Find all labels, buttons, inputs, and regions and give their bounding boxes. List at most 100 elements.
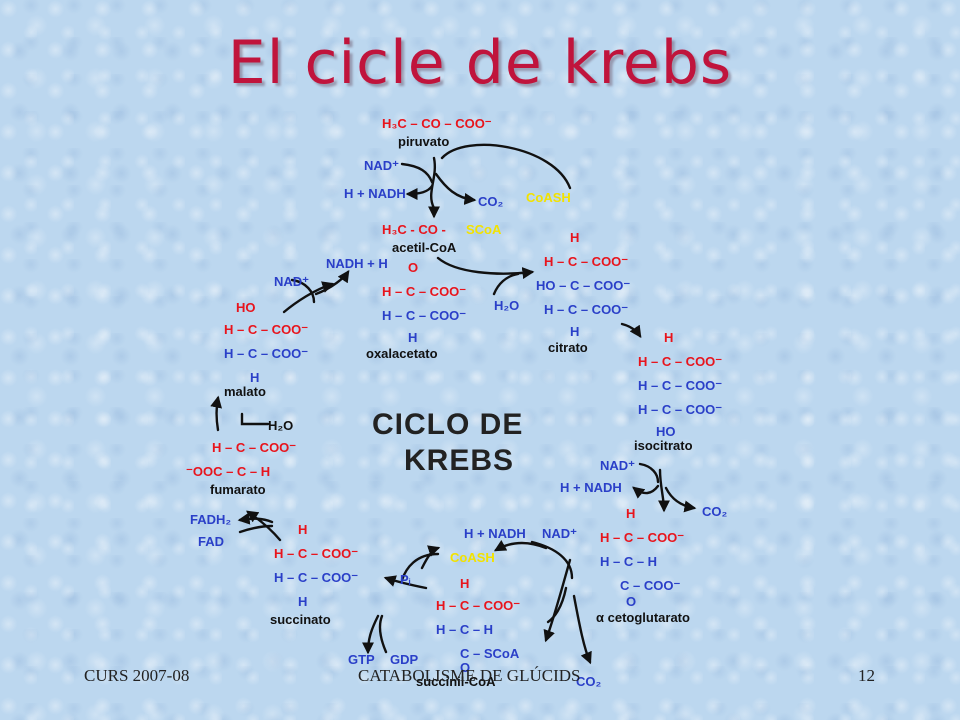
malato-row-4: H [250,370,260,385]
succinilcoa-label: succinil-CoA [416,674,496,689]
isocitrato-row-2: H – C – COO⁻ [638,354,723,369]
arrow-h2o-in-2 [240,412,270,426]
oxal-row-1: O [408,260,419,275]
succinato-row-1: H [298,522,308,537]
arrow-fadh2-out [237,512,274,525]
arrow-co2-out-1 [434,172,477,205]
citrato-row-4: H – C – COO⁻ [544,302,629,317]
cycle-center-line1: CICLO DE [372,408,524,441]
ceto-row-5: O [626,594,637,609]
nad-plus-label-3: NAD⁺ [542,526,578,541]
arrow-nad-in-3 [530,540,574,580]
arrow-gtp-out [362,614,380,655]
footer-left: CURS 2007-08 [84,666,190,685]
slide-title: El cicle de krebs [227,28,733,98]
isocitrato-row-1: H [664,330,674,345]
succinato-label: succinato [270,612,331,627]
h2o-label-2: H₂O [268,418,294,433]
succinato-row-4: H [298,594,308,609]
pi-label: Pᵢ [400,572,411,587]
succcoa-row-5: O [460,660,471,675]
arrow-nad-in-2 [290,278,316,304]
fumarato-row-2: ⁻OOC – C – H [186,464,271,479]
arrow-nad-in-4 [638,462,660,484]
h-nadh-label-3: H + NADH [464,526,526,541]
oxalacetato-label: oxalacetato [366,346,438,361]
coash-label-1: CoASH [526,190,571,205]
nadh-h-label: NADH + H [326,256,388,271]
fumarato-row-1: H – C – COO⁻ [212,440,297,455]
succinato-row-3: H – C – COO⁻ [274,570,359,585]
acetilcoa-scoa: SCoA [466,222,502,237]
footer-center: CATABOLISME DE GLÚCIDS [358,666,581,685]
arrow-nadh-out-3 [493,540,548,552]
cetoglutarato-label: α cetoglutarato [596,610,690,625]
acetilcoa-label: acetil-CoA [392,240,457,255]
arrow-ceto-to-succcoa [543,558,572,643]
succcoa-row-1: H [460,576,470,591]
isocitrato-row-5: HO [656,424,676,439]
co2-label-2: CO₂ [702,504,728,519]
ceto-row-4: C – COO⁻ [620,578,681,593]
citrato-label: citrato [548,340,588,355]
cycle-center-line2: KREBS [404,444,515,477]
isocitrato-label: isocitrato [634,438,693,453]
fumarato-label: fumarato [210,482,266,497]
cycle-arrows [210,143,697,665]
piruvato-formula: H₃C – CO – COO⁻ [382,116,492,131]
acetilcoa-formula: H₃C - CO - [382,222,446,237]
arrow-h2o-in [492,272,520,296]
co2-label-3: CO₂ [576,674,602,689]
krebs-cycle-diagram: CICLO DE KREBS H₃C – CO – COO⁻ piruvato … [176,108,756,698]
citrato-row-2: H – C – COO⁻ [544,254,629,269]
arrow-nad-in-1 [400,162,434,184]
succcoa-row-2: H – C – COO⁻ [436,598,521,613]
citrato-row-5: H [570,324,580,339]
malato-row-3: H – C – COO⁻ [224,346,309,361]
arrow-malato-to-oxal [282,281,335,314]
gdp-label: GDP [390,652,419,667]
arrow-succcoa-to-succinato [383,575,428,590]
fadh2-label: FADH₂ [190,512,232,527]
h-nadh-label-4: H + NADH [560,480,622,495]
piruvato-label: piruvato [398,134,450,149]
coash-label-2: CoASH [450,550,495,565]
arrow-isocitrato-to-ceto [657,468,670,513]
succinato-row-2: H – C – COO⁻ [274,546,359,561]
isocitrato-row-4: H – C – COO⁻ [638,402,723,417]
nad-plus-label-1: NAD⁺ [364,158,400,173]
arrow-coash-in [440,143,572,190]
citrato-row-3: HO – C – COO⁻ [536,278,631,293]
fad-label: FAD [198,534,224,549]
succcoa-row-4: C – SCoA [460,646,520,661]
arrow-gdp-in [378,614,388,654]
arrow-nadh-out-2 [314,270,350,296]
ceto-row-3: H – C – H [600,554,658,569]
ceto-row-2: H – C – COO⁻ [600,530,685,545]
malato-row-2: H – C – COO⁻ [224,322,309,337]
oxal-row-3: H – C – COO⁻ [382,308,467,323]
arrow-nadh-out-1 [405,184,434,200]
arrow-to-citrato [436,256,535,280]
arrow-citrato-to-isocitrato [620,322,642,338]
succcoa-row-3: H – C – H [436,622,494,637]
arrow-succinato-to-fumarato [246,510,282,542]
arrow-co2-out-2 [664,486,697,513]
citrato-row-1: H [570,230,580,245]
arrow-nadh-out-4 [632,484,660,499]
arrow-co2-out-3 [572,594,592,665]
footer-page-number: 12 [858,666,875,685]
ceto-row-1: H [626,506,636,521]
co2-label-1: CO₂ [478,194,504,209]
nad-plus-label-2: NAD⁺ [274,274,310,289]
gtp-label: GTP [348,652,375,667]
arrow-fumarato-to-malato [210,395,223,432]
malato-label: malato [224,384,266,399]
arrow-coash-out-2 [420,545,441,570]
malato-row-1: HO [236,300,256,315]
h-nadh-label-1: H + NADH [344,186,406,201]
nad-plus-label-4: NAD⁺ [600,458,636,473]
oxal-row-2: H – C – COO⁻ [382,284,467,299]
arrow-fad-in [238,524,274,534]
